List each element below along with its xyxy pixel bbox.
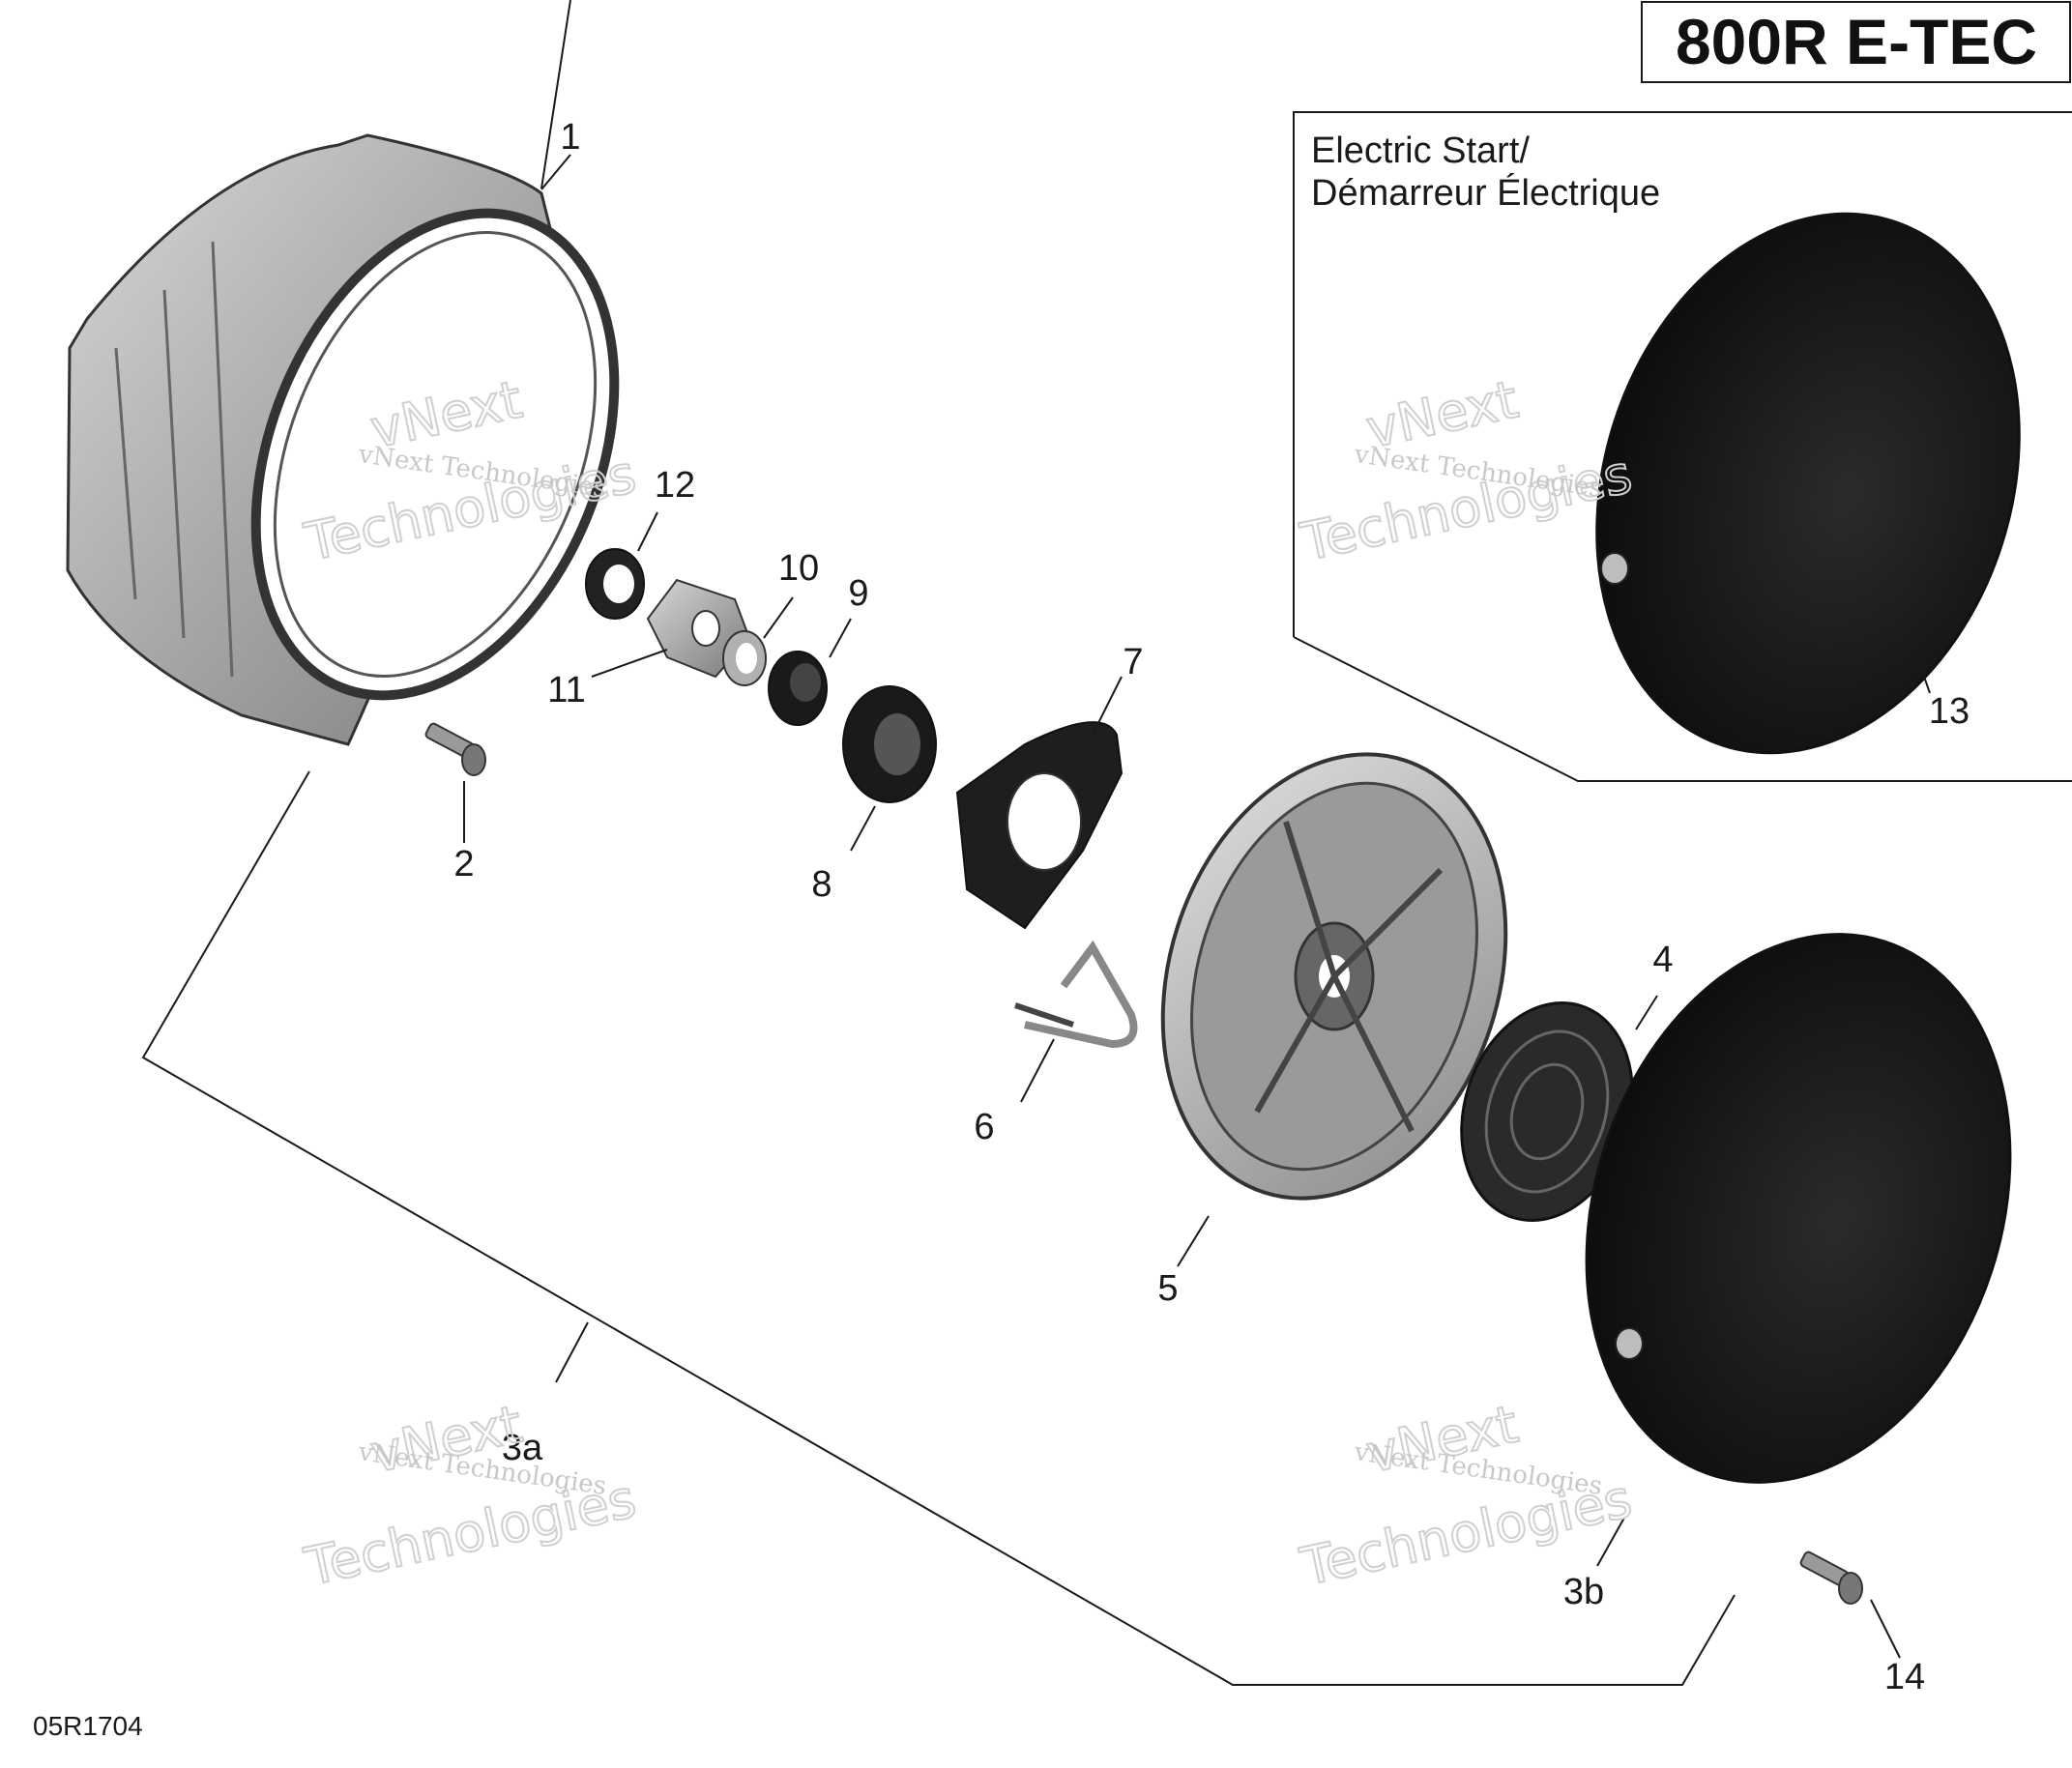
callout-5: 5 [1157,1268,1178,1309]
assembly-bracket-3a [141,770,1736,1686]
part-10-washer [722,630,767,686]
diagram-code: 05R1704 [33,1711,143,1741]
callout-4: 4 [1652,940,1673,980]
part-2-bolt [424,722,486,776]
part-4-recoil-spring [1460,1001,1634,1222]
part-5-pulley [1160,752,1508,1201]
electric-start-inset: Electric Start/ Démarreur Électrique [1293,111,2072,782]
callout-3a: 3a [502,1428,543,1468]
callout-6: 6 [974,1107,994,1147]
inset-label-line1: Electric Start/ [1311,130,1530,171]
part-13-electric-cover [1595,212,2021,755]
callout-3b: 3b [1563,1572,1604,1612]
callout-14: 14 [1884,1657,1925,1697]
callout-11: 11 [547,670,585,710]
callout-13: 13 [1929,691,1970,732]
part-14-bolt [1799,1551,1863,1605]
callout-2: 2 [453,844,474,884]
callout-1: 1 [560,117,580,158]
part-7-guide-plate [955,721,1124,930]
part-12-lock-washer [585,548,645,620]
callout-7: 7 [1123,642,1143,682]
part-9-cap [768,651,828,726]
inset-label-line2: Démarreur Électrique [1311,172,1660,214]
callout-9: 9 [848,573,868,614]
callout-8: 8 [811,864,832,905]
part-6-rope-handle [1014,940,1138,1049]
part-8-ratchet [842,685,937,803]
part-3b-recoil-cover [1585,933,2012,1484]
model-title: 800R E-TEC [1676,6,2037,77]
callout-10: 10 [778,548,819,589]
model-title-box: 800R E-TEC [1641,1,2071,83]
leader-lines [463,0,1931,1659]
part-1-housing [66,133,620,746]
callout-12: 12 [655,465,695,506]
